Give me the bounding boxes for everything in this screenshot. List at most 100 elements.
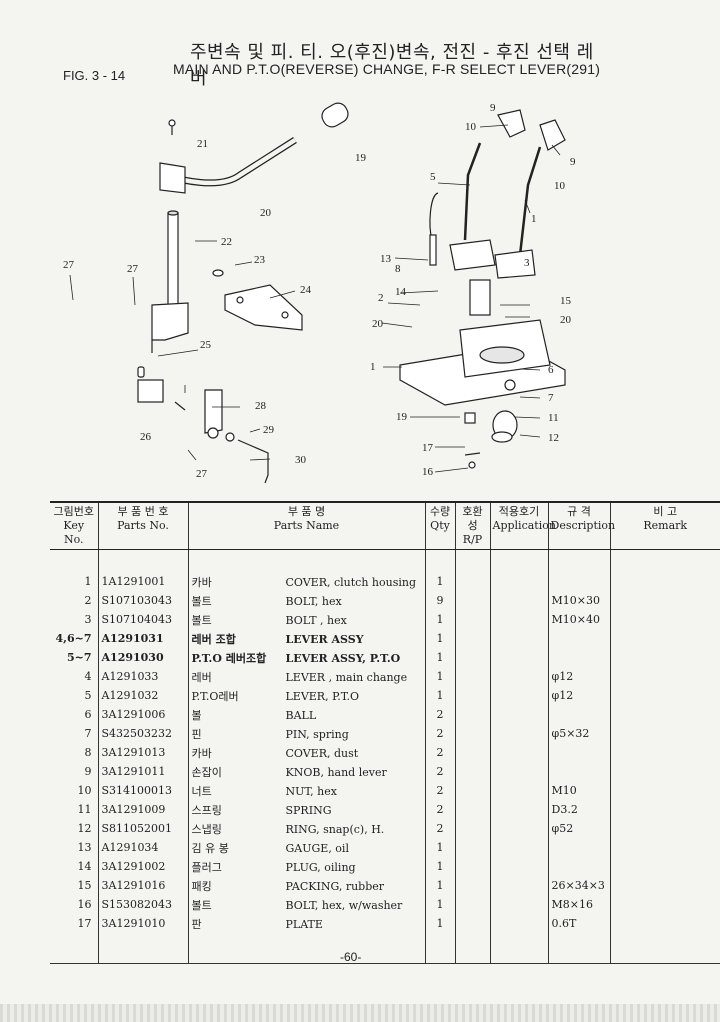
part-name-korean: 스프링 [191, 803, 222, 817]
rp-cell [455, 667, 491, 686]
qty-cell: 2 [425, 819, 456, 838]
key-cell: 8 [50, 743, 99, 762]
application-cell [490, 819, 549, 838]
callout-label: 1 [370, 361, 376, 373]
bracket-part [212, 269, 303, 331]
key-cell: 4 [50, 667, 99, 686]
part-name-english: KNOB, hand lever [285, 765, 387, 779]
page-number: -60- [340, 950, 362, 964]
part-name-korean: 레버 조합 [191, 632, 236, 646]
part-name-english: RING, snap(c), H. [285, 822, 385, 836]
rp-cell [455, 762, 491, 781]
callout-label: 16 [422, 466, 434, 478]
title-korean: 주변속 및 피. 티. 오(후진)변속, 전진 - 후진 선택 레버 [190, 42, 594, 89]
callout-label: 6 [548, 364, 554, 376]
key-cell: 10 [50, 781, 99, 800]
part-name-korean: 볼트 [191, 898, 212, 912]
remark-cell [610, 686, 720, 705]
remark-cell [610, 838, 720, 857]
application-cell [490, 686, 549, 705]
figure-label: FIG. 3 - 14 [63, 68, 126, 83]
callout-label: 13 [380, 253, 392, 265]
application-cell [490, 762, 549, 781]
part-name-english: PACKING, rubber [285, 879, 385, 893]
rp-cell [455, 838, 491, 857]
description-cell: D3.2 [548, 800, 611, 819]
rp-cell [455, 819, 491, 838]
description-cell: M10×30 [548, 591, 611, 610]
callout-label: 12 [548, 432, 559, 444]
exploded-parts-diagram: 21 19 20 22 27 27 23 24 25 28 26 29 27 3… [63, 102, 576, 484]
part-name-korean: 플러그 [191, 860, 222, 874]
application-cell [490, 629, 549, 648]
remark-cell [610, 819, 720, 838]
rp-cell [455, 800, 491, 819]
callout-label: 30 [295, 454, 307, 466]
application-cell [490, 895, 549, 914]
part-name-korean: 볼 [191, 708, 202, 722]
rp-cell [455, 724, 491, 743]
part-number-cell: A1291030 [98, 648, 189, 667]
part-name-korean: 볼트 [191, 613, 212, 627]
key-cell: 7 [50, 724, 99, 743]
callout-label: 27 [127, 263, 139, 275]
right-lever-assembly [399, 109, 566, 469]
description-cell [548, 743, 611, 762]
rp-cell [455, 591, 491, 610]
remark-cell [610, 667, 720, 686]
callout-label: 26 [140, 431, 152, 443]
application-cell [490, 800, 549, 819]
rp-cell [455, 781, 491, 800]
part-name-korean: 스냅링 [191, 822, 222, 836]
callout-label: 8 [395, 263, 401, 275]
part-number-cell: 3A1291006 [98, 705, 189, 724]
callout-label: 22 [221, 236, 232, 248]
rp-cell [455, 914, 491, 933]
qty-cell: 2 [425, 743, 456, 762]
application-cell [490, 781, 549, 800]
qty-cell: 1 [425, 610, 456, 629]
part-number-cell: 3A1291011 [98, 762, 189, 781]
callout-label: 21 [197, 138, 208, 150]
callout-label: 1 [531, 213, 537, 225]
rp-cell [455, 876, 491, 895]
key-cell: 15 [50, 876, 99, 895]
part-number-cell: S314100013 [98, 781, 189, 800]
key-cell: 5 [50, 686, 99, 705]
part-number-cell: 3A1291002 [98, 857, 189, 876]
qty-cell: 9 [425, 591, 456, 610]
part-name-korean: 판 [191, 917, 202, 931]
part-number-cell: 3A1291013 [98, 743, 189, 762]
part-number-cell: A1291033 [98, 667, 189, 686]
key-cell: 5~7 [50, 648, 99, 667]
key-cell: 2 [50, 591, 99, 610]
application-cell [490, 743, 549, 762]
qty-cell: 1 [425, 648, 456, 667]
key-cell: 9 [50, 762, 99, 781]
description-cell: 0.6T [548, 914, 611, 933]
description-cell [548, 648, 611, 667]
key-cell: 12 [50, 819, 99, 838]
part-name-korean: 볼트 [191, 594, 212, 608]
callout-label: 20 [372, 318, 384, 330]
